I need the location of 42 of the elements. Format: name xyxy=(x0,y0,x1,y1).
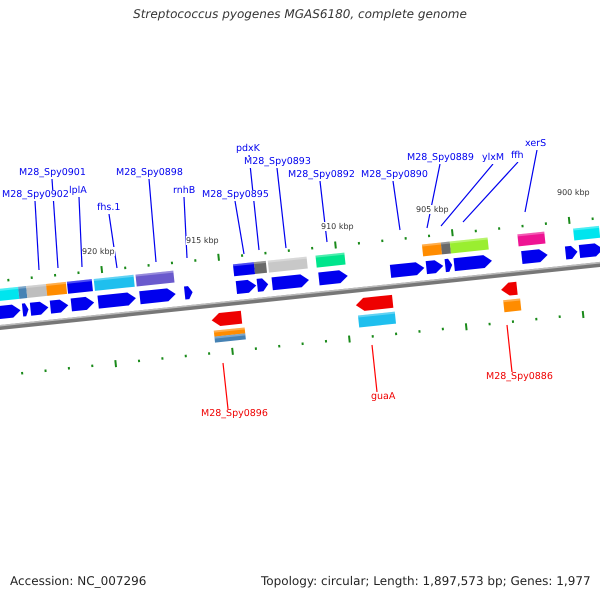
leader-line xyxy=(524,150,538,212)
footer-text: Topology: circular; Length: 1,897,573 bp; Genes: 1,977 xyxy=(261,575,591,589)
gene-label: M28_Spy0902 xyxy=(2,190,69,201)
leader-line xyxy=(440,164,494,226)
leader-line xyxy=(234,200,245,254)
leader-line xyxy=(183,196,188,258)
gene-label: lplA xyxy=(69,186,87,197)
scale-label: 920 kbp xyxy=(82,247,115,256)
leader-line xyxy=(319,180,328,242)
leader-line xyxy=(222,362,229,410)
gene-label: M28_Spy0892 xyxy=(288,170,355,181)
leader-line xyxy=(506,324,513,372)
leader-line xyxy=(78,196,83,268)
footer-text: Accession: NC_007296 xyxy=(10,575,146,589)
gene-label: M28_Spy0890 xyxy=(361,170,428,181)
gene-label: ffh xyxy=(511,151,524,162)
leader-line xyxy=(276,168,287,248)
leader-line xyxy=(371,344,378,392)
scale-label: 900 kbp xyxy=(557,188,590,198)
leader-line xyxy=(108,214,118,268)
gene-label: M28_Spy0901 xyxy=(19,168,86,179)
gene-label: M28_Spy0886 xyxy=(486,372,553,383)
gene-label: pdxK xyxy=(236,144,260,155)
leader-line xyxy=(462,162,518,222)
scale-label: 910 kbp xyxy=(321,222,354,232)
gene-label: M28_Spy0893 xyxy=(244,157,311,168)
gene-label: ylxM xyxy=(482,153,504,164)
gene-label: M28_Spy0896 xyxy=(201,409,268,420)
leader-line xyxy=(148,178,157,262)
leader-line xyxy=(392,180,401,230)
gene-label: xerS xyxy=(525,139,546,150)
leader-line xyxy=(426,164,441,228)
gene-label: fhs.1 xyxy=(97,203,120,214)
gene-label: M28_Spy0898 xyxy=(116,168,183,179)
scale-label: 905 kbp xyxy=(416,205,449,214)
gene-label: guaA xyxy=(371,392,396,403)
diagram-title: Streptococcus pyogenes MGAS6180, complete genome xyxy=(132,8,468,22)
leader-line xyxy=(51,178,59,268)
scale-label: 915 kbp xyxy=(186,236,219,246)
gene-label: M28_Spy0889 xyxy=(407,153,474,164)
leader-line xyxy=(34,200,40,270)
gene-label: M28_Spy0895 xyxy=(202,190,269,201)
